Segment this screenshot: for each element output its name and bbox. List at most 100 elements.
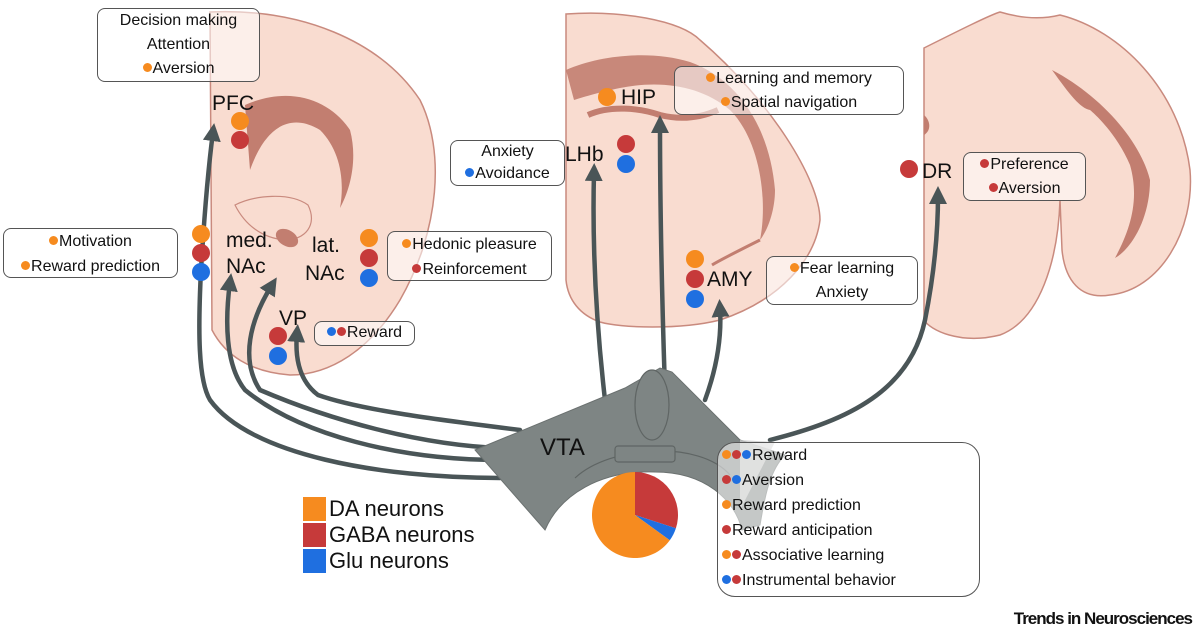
function-item: Avoidance — [459, 163, 556, 185]
function-item-label: Anxiety — [481, 143, 534, 160]
da-neuron-dot-icon — [21, 261, 31, 270]
function-item: Decision making — [106, 9, 251, 33]
gaba-neuron-dot-icon — [732, 575, 741, 584]
function-item-label: Spatial navigation — [730, 94, 858, 111]
function-item-label: Motivation — [59, 233, 132, 250]
function-item: Motivation — [12, 229, 169, 254]
function-item-label: Instrumental behavior — [742, 572, 896, 589]
function-item-label: Reward prediction — [31, 258, 160, 275]
pie-slice-glu — [635, 515, 676, 541]
function-item-label: Fear learning — [799, 260, 895, 277]
legend-label: GABA neurons — [329, 522, 475, 547]
function-item: Reward anticipation — [722, 518, 971, 543]
amy-glu-neuron-dot — [686, 290, 704, 308]
da-neuron-dot-icon — [142, 63, 152, 72]
region-label-hip: HIP — [621, 86, 657, 109]
function-item-label: Reward — [752, 447, 808, 464]
function-item: Reinforcement — [396, 257, 543, 282]
region-label-dr: DR — [922, 160, 953, 183]
lhb-gaba-neuron-dot — [617, 135, 635, 153]
gaba-neuron-dot-icon — [980, 159, 990, 168]
glu-neuron-dot-icon — [732, 475, 741, 484]
legend-label: DA neurons — [329, 496, 444, 521]
legend-item-gaba: GABA neurons — [303, 522, 475, 548]
pie-slice-gaba — [635, 472, 678, 529]
projection-amy — [702, 299, 730, 403]
function-item: Fear learning — [775, 257, 909, 281]
function-item: Associative learning — [722, 543, 971, 568]
lat_nac-glu-neuron-dot — [360, 269, 378, 287]
lat_nac-gaba-neuron-dot — [360, 249, 378, 267]
function-item-label: Attention — [146, 36, 211, 53]
med_nac-da-neuron-dot — [192, 225, 210, 243]
med_nac-gaba-neuron-dot — [192, 244, 210, 262]
function-item-label: Hedonic pleasure — [412, 236, 537, 253]
function-item-label: Associative learning — [742, 547, 885, 564]
projection-med-nac — [219, 273, 503, 463]
gaba-neuron-dot-icon — [732, 450, 741, 459]
function-item: Reward prediction — [12, 254, 169, 279]
function-item-label: Aversion — [742, 472, 804, 489]
function-item: Aversion — [722, 468, 971, 493]
gaba-neuron-dot-icon — [722, 475, 731, 484]
function-item: Hedonic pleasure — [396, 232, 543, 257]
function-item: Reward prediction — [722, 493, 971, 518]
legend-swatch — [303, 549, 326, 573]
da-neuron-dot-icon — [720, 97, 730, 106]
function-item-label: Learning and memory — [716, 70, 872, 87]
function-item: Attention — [106, 33, 251, 57]
glu-neuron-dot-icon — [326, 327, 336, 336]
function-item-label: Reward — [346, 324, 403, 341]
vta-composition-pie — [592, 471, 678, 558]
glu-neuron-dot-icon — [465, 168, 475, 177]
legend-item-glu: Glu neurons — [303, 548, 475, 574]
projections — [197, 115, 947, 481]
projection-pfc — [197, 123, 503, 481]
function-item-label: Reward anticipation — [732, 522, 873, 539]
projection-hip — [651, 115, 670, 393]
gaba-neuron-dot-icon — [732, 550, 741, 559]
da-neuron-dot-icon — [789, 263, 799, 272]
pfc-da-neuron-dot — [231, 112, 249, 130]
function-item: Anxiety — [459, 141, 556, 163]
legend-swatch — [303, 523, 326, 547]
glu-neuron-dot-icon — [742, 450, 751, 459]
gaba-neuron-dot-icon — [336, 327, 346, 336]
legend-label: Glu neurons — [329, 548, 449, 573]
function-item: Aversion — [972, 177, 1077, 201]
function-item-label: Preference — [990, 156, 1069, 173]
region-label-lhb: LHb — [565, 143, 604, 166]
vta-shape — [474, 367, 786, 531]
lhb-glu-neuron-dot — [617, 155, 635, 173]
region-label-vp: VP — [279, 307, 308, 330]
gaba-neuron-dot-icon — [988, 183, 998, 192]
amy-gaba-neuron-dot — [686, 270, 704, 288]
region-label-lat-nac-line1: lat. — [312, 234, 341, 257]
vp-glu-neuron-dot — [269, 347, 287, 365]
function-box-vp: Reward — [314, 321, 415, 346]
projection-lhb — [584, 163, 608, 403]
pie-slice-da — [592, 471, 670, 558]
pfc-gaba-neuron-dot — [231, 131, 249, 149]
da-neuron-dot-icon — [722, 450, 731, 459]
projection-dr — [767, 186, 947, 443]
amy-da-neuron-dot — [686, 250, 704, 268]
legend-swatch — [303, 497, 326, 521]
function-item: Spatial navigation — [683, 91, 895, 115]
med_nac-glu-neuron-dot — [192, 263, 210, 281]
projection-vp — [287, 324, 523, 433]
da-neuron-dot-icon — [706, 73, 716, 82]
function-item-label: Anxiety — [815, 284, 869, 301]
function-item: Preference — [972, 153, 1077, 177]
region-label-vta: VTA — [540, 434, 585, 461]
function-item-label: Reward prediction — [732, 497, 861, 514]
function-item: Reward — [722, 443, 971, 468]
legend-item-da: DA neurons — [303, 496, 475, 522]
